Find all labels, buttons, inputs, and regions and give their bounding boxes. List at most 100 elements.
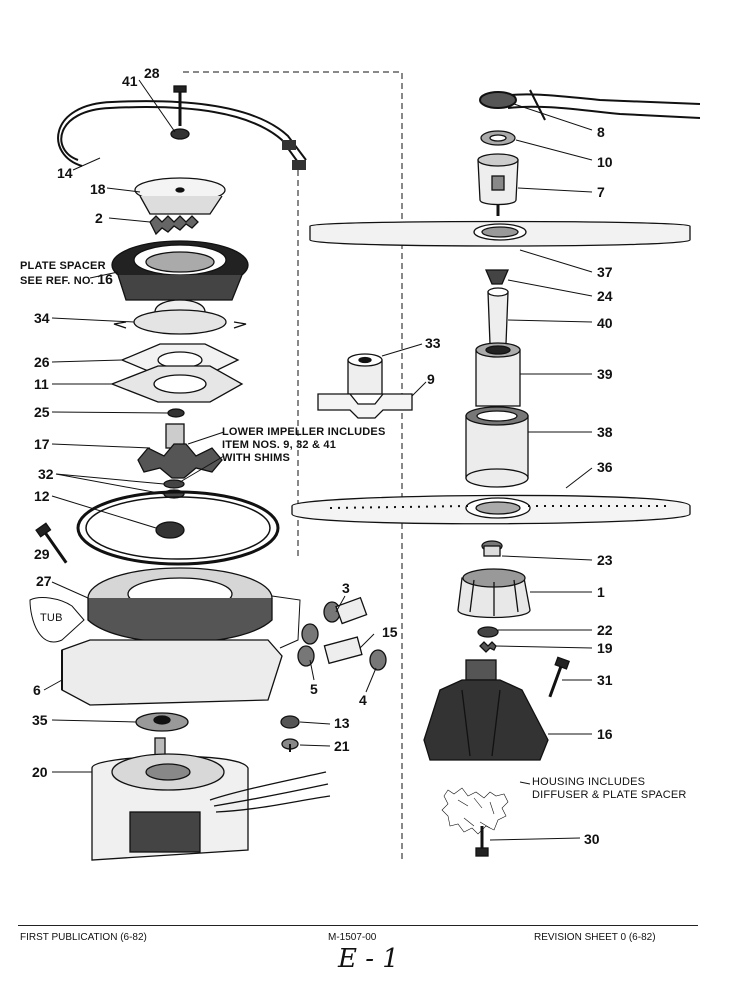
nozzle-24 [485, 269, 509, 285]
plate-spacer-note-ref: 16 [97, 271, 114, 287]
callout-39: 39 [597, 366, 613, 382]
upper-spray-arm-37 [309, 220, 691, 247]
callout-13: 13 [334, 715, 350, 731]
base-6 [61, 639, 283, 706]
grommet-13 [280, 715, 300, 729]
callout-38: 38 [597, 424, 613, 440]
bolt-29 [35, 522, 68, 564]
callout-6: 6 [33, 682, 41, 698]
shims-32 [163, 479, 185, 499]
pump-base-27 [87, 567, 273, 644]
callout-9: 9 [427, 371, 435, 387]
callout-29: 29 [34, 546, 50, 562]
tube-8 [479, 89, 701, 121]
filter-1 [457, 568, 531, 619]
callout-31: 31 [597, 672, 613, 688]
callout-3: 3 [342, 580, 350, 596]
callout-15: 15 [382, 624, 398, 640]
callout-26: 26 [34, 354, 50, 370]
callout-32: 32 [38, 466, 54, 482]
callout-22: 22 [597, 622, 613, 638]
lower-impeller-note: LOWER IMPELLER INCLUDES ITEM NOS. 9, 32 … [222, 426, 386, 465]
tube-38 [465, 406, 529, 488]
lower-impeller-note-line3: WITH SHIMS [222, 452, 290, 464]
footer-document-number: M-1507-00 [328, 932, 377, 943]
callout-34: 34 [34, 310, 50, 326]
housing-note: HOUSING INCLUDES DIFFUSER & PLATE SPACER [532, 776, 687, 802]
plate-11 [110, 365, 244, 403]
plate-spacer-note-line1: PLATE SPACER [20, 260, 106, 272]
impeller-17 [137, 423, 223, 479]
callout-20: 20 [32, 764, 48, 780]
tube-14 [57, 100, 307, 170]
callout-5: 5 [310, 681, 318, 697]
callout-1: 1 [597, 584, 605, 600]
plate-spacer [111, 240, 249, 301]
seal-ring-12 [76, 490, 280, 566]
callout-25: 25 [34, 404, 50, 420]
callout-24: 24 [597, 288, 613, 304]
callout-12: 12 [34, 488, 50, 504]
housing-16 [423, 659, 549, 761]
callout-27: 27 [36, 573, 52, 589]
star-washer-2 [149, 215, 199, 236]
part-9 [317, 393, 413, 419]
footer-rule [18, 925, 698, 926]
plate-spacer-note-line2: SEE REF. NO. 16 [20, 271, 114, 288]
plate-spacer-note-text: SEE REF. NO. [20, 275, 94, 287]
diffuser-material [441, 787, 509, 835]
callout-37: 37 [597, 264, 613, 280]
callout-17: 17 [34, 436, 50, 452]
bolt-28 [173, 85, 187, 126]
callout-21: 21 [334, 738, 350, 754]
callout-30: 30 [584, 831, 600, 847]
callout-33: 33 [425, 335, 441, 351]
callout-23: 23 [597, 552, 613, 568]
tube-40 [487, 287, 509, 345]
motor-20 [91, 737, 331, 861]
callout-4: 4 [359, 692, 367, 708]
callout-35: 35 [32, 712, 48, 728]
plate-spacer-note: PLATE SPACER SEE REF. NO. 16 [20, 260, 113, 288]
connector-7 [477, 153, 519, 216]
housing-note-line1: HOUSING INCLUDES [532, 776, 646, 788]
star-19 [479, 641, 497, 653]
washer-41 [170, 128, 190, 140]
callout-41: 41 [122, 73, 138, 89]
housing-note-line2: DIFFUSER & PLATE SPACER [532, 789, 687, 801]
callout-16: 16 [597, 726, 613, 742]
callout-11: 11 [34, 376, 49, 392]
tub-outline [29, 595, 301, 649]
tub-label: TUB [40, 612, 63, 624]
footer-revision: REVISION SHEET 0 (6-82) [534, 932, 656, 943]
assembly-dashed-line [183, 71, 403, 860]
callout-36: 36 [597, 459, 613, 475]
bolt-31 [548, 656, 570, 698]
washer-22 [477, 626, 499, 638]
callout-2: 2 [95, 210, 103, 226]
tube-39 [475, 342, 521, 407]
callout-14: 14 [57, 165, 73, 181]
fitting-23 [481, 540, 503, 557]
callout-40: 40 [597, 315, 613, 331]
lower-impeller-note-line2: ITEM NOS. 9, 32 & 41 [222, 439, 337, 451]
callout-7: 7 [597, 184, 605, 200]
slinger-35 [135, 712, 189, 732]
handwritten-page-mark: E - 1 [338, 944, 399, 974]
impeller-part-33 [347, 353, 383, 395]
lower-spray-arm-36 [291, 494, 691, 525]
callout-8: 8 [597, 124, 605, 140]
bolt-30 [475, 826, 489, 857]
hub-plate-34 [113, 299, 247, 335]
washer-25 [167, 408, 185, 418]
callout-28: 28 [144, 65, 160, 81]
callout-18: 18 [90, 181, 106, 197]
footer-first-publication: FIRST PUBLICATION (6-82) [20, 932, 147, 943]
screw-21 [281, 738, 299, 752]
callout-19: 19 [597, 640, 613, 656]
lower-impeller-note-line1: LOWER IMPELLER INCLUDES [222, 426, 386, 438]
cap-18 [134, 177, 226, 215]
leader-lines [43, 79, 593, 841]
callout-10: 10 [597, 154, 613, 170]
